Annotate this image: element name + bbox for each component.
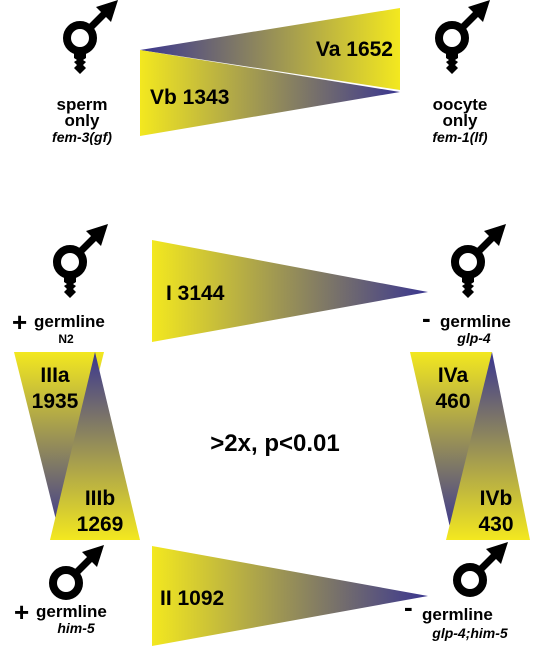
significance-label: >2x, p<0.01 [210,430,339,457]
ii-wedge [152,546,428,646]
germline-label: germline [36,602,107,621]
sperm-only-label: only [65,111,100,130]
va-label: Va 1652 [316,38,393,61]
fem3-strain-label: fem-3(gf) [52,129,112,145]
iiia-wedge [14,352,104,532]
male-symbol-icon [455,224,506,298]
iiia-value: 1935 [32,390,79,413]
fem1-strain-label: fem-1(lf) [432,129,488,145]
i-label: I 3144 [166,282,225,305]
iiib-name: IIIb [85,487,115,510]
germline-label: germline [440,312,511,331]
glp4-strain-label: glp-4 [456,330,491,346]
plus-sign: + [14,597,29,627]
vb-label: Vb 1343 [150,86,229,109]
iiia-name: IIIa [40,364,70,387]
iiib-wedge [50,352,140,540]
ii-label: II 1092 [160,587,224,610]
male-symbol-icon [53,545,104,596]
minus-sign: - [404,592,413,622]
iva-value: 460 [435,390,470,413]
plus-sign: + [12,307,27,337]
vb-wedge [140,50,400,136]
i-wedge [152,240,428,342]
glp4-him5-strain-label: glp-4;him-5 [431,625,508,641]
iiib-value: 1269 [77,513,124,536]
male-symbol-icon [457,542,508,593]
minus-sign: - [422,303,431,333]
male-symbol-icon [57,224,108,298]
iva-name: IVa [438,364,469,387]
male-symbol-icon [439,0,490,74]
ivb-name: IVb [480,487,513,510]
oocyte-only-label: only [443,111,478,130]
germline-label: germline [34,312,105,331]
ivb-value: 430 [478,513,513,536]
oocyte-label: oocyte [433,95,488,114]
iva-wedge [410,352,492,532]
him5-strain-label: him-5 [57,620,95,636]
male-symbol-icon [67,0,118,74]
va-wedge [140,8,400,90]
germline-label: germline [422,605,493,624]
sperm-label: sperm [56,95,107,114]
ivb-wedge [446,352,530,540]
n2-strain-label: N2 [58,332,74,346]
